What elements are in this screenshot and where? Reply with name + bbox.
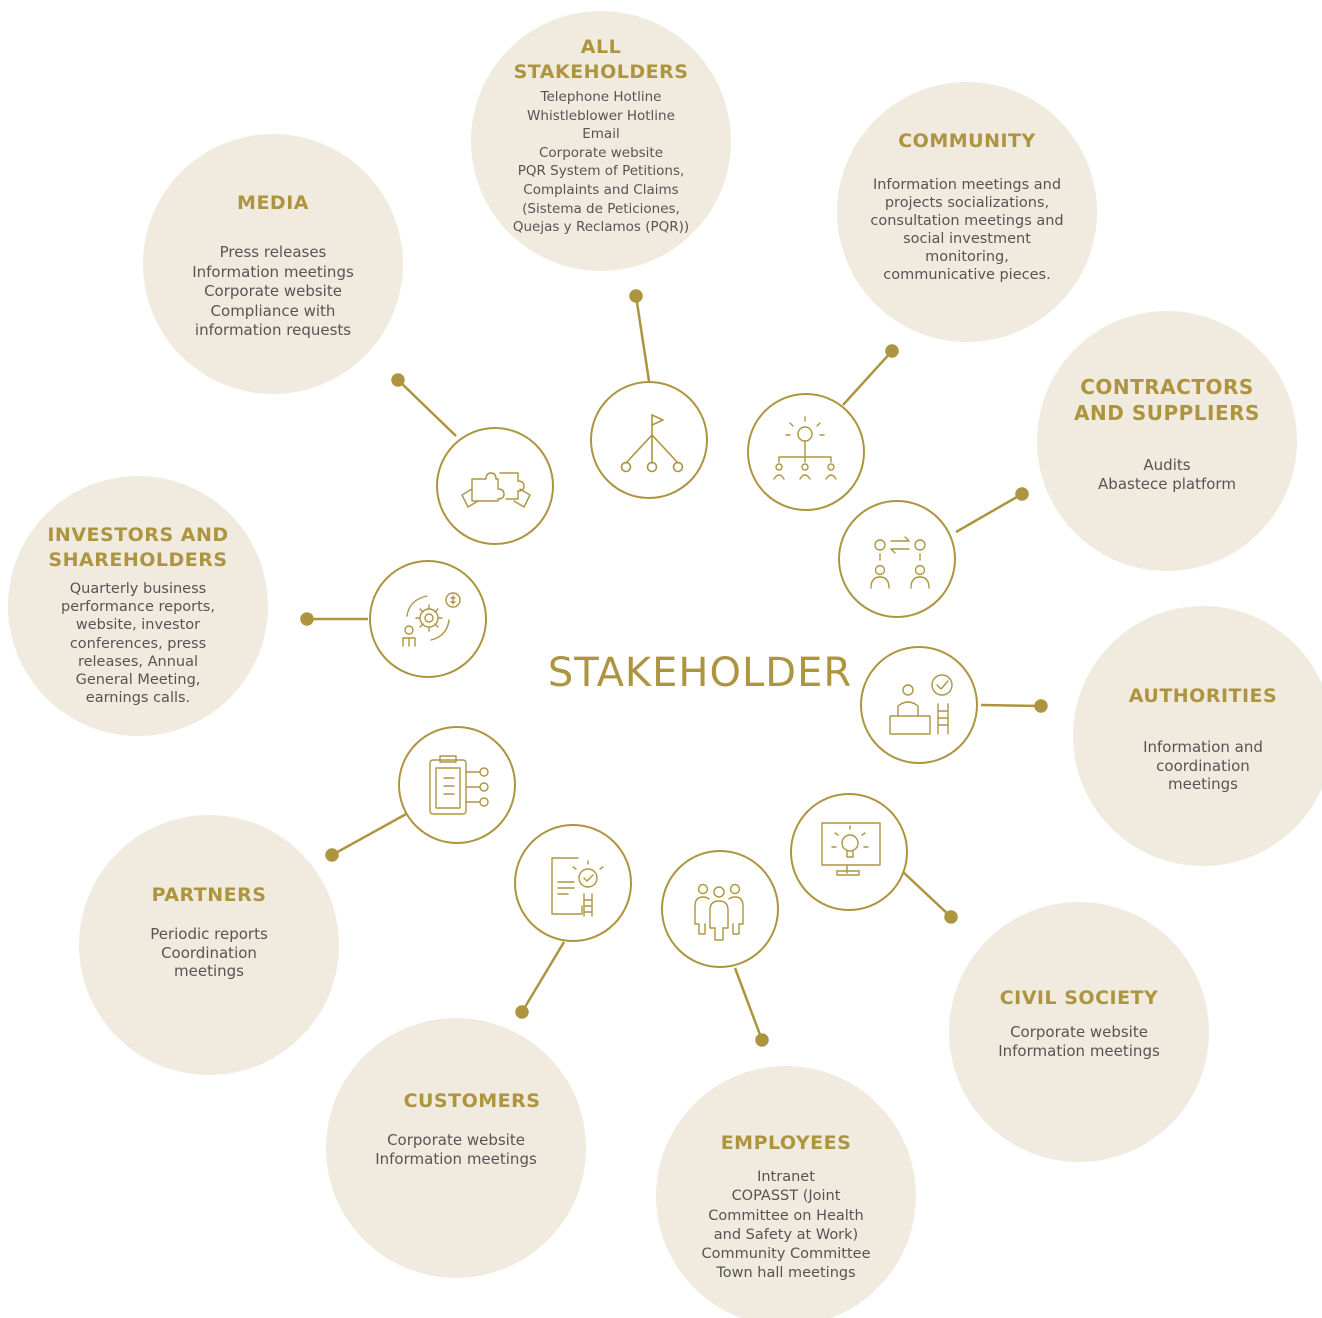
stakeholder-description: Audits Abastece platform bbox=[1098, 456, 1236, 493]
stakeholder-bubble-all: ALL STAKEHOLDERS Telephone Hotline Whist… bbox=[471, 11, 731, 271]
stakeholder-description: Corporate website Information meetings bbox=[998, 1023, 1160, 1060]
connector-customers bbox=[520, 941, 566, 1013]
stakeholder-description: Intranet COPASST (Joint Committee on Hea… bbox=[701, 1169, 871, 1282]
stakeholder-description: Corporate website Information meetings bbox=[375, 1131, 537, 1168]
stakeholder-title: INVESTORS AND SHAREHOLDERS bbox=[47, 524, 229, 571]
stakeholder-title: PARTNERS bbox=[151, 884, 267, 906]
connector-dot-contractors bbox=[1015, 487, 1029, 501]
connector-dot-employees bbox=[755, 1033, 769, 1047]
stakeholder-bubble-partners: PARTNERS Periodic reports Coordination m… bbox=[79, 815, 339, 1075]
connector-civil bbox=[901, 870, 952, 918]
connector-dot-investors bbox=[300, 612, 314, 626]
stakeholder-bubble-employees: EMPLOYEES Intranet COPASST (Joint Commit… bbox=[656, 1066, 916, 1318]
stakeholder-title: EMPLOYEES bbox=[720, 1132, 852, 1154]
stakeholder-title: CUSTOMERS bbox=[403, 1090, 541, 1112]
connector-contractors bbox=[955, 492, 1023, 534]
team-group-icon bbox=[661, 850, 779, 968]
investment-cycle-icon bbox=[369, 560, 487, 678]
stakeholder-description: Telephone Hotline Whistleblower Hotline … bbox=[512, 89, 690, 236]
idea-network-icon bbox=[747, 393, 865, 511]
stakeholder-description: Information meetings and projects social… bbox=[870, 177, 1064, 283]
hierarchy-flag-icon bbox=[590, 381, 708, 499]
connector-dot-authorities bbox=[1034, 699, 1048, 713]
puzzle-hands-icon bbox=[436, 427, 554, 545]
connector-community bbox=[842, 350, 893, 406]
stakeholder-bubble-civil: CIVIL SOCIETY Corporate website Informat… bbox=[949, 902, 1209, 1162]
stakeholder-description: Press releases Information meetings Corp… bbox=[192, 243, 354, 339]
stakeholder-bubble-authorities: AUTHORITIES Information and coordination… bbox=[1073, 606, 1322, 866]
stakeholder-title: MEDIA bbox=[237, 192, 309, 214]
stakeholder-description: Periodic reports Coordination meetings bbox=[150, 925, 268, 980]
document-approval-icon bbox=[514, 824, 632, 942]
connector-partners bbox=[331, 811, 409, 857]
connector-all bbox=[634, 295, 651, 382]
connector-dot-partners bbox=[325, 848, 339, 862]
connector-dot-customers bbox=[515, 1005, 529, 1019]
stakeholder-bubble-community: COMMUNITY Information meetings and proje… bbox=[837, 82, 1097, 342]
stakeholder-title: CONTRACTORS AND SUPPLIERS bbox=[1074, 375, 1260, 425]
stakeholder-bubble-investors: INVESTORS AND SHAREHOLDERS Quarterly bus… bbox=[8, 476, 268, 736]
stakeholder-title: CIVIL SOCIETY bbox=[999, 987, 1159, 1009]
stakeholder-bubble-customers: CUSTOMERS Corporate website Information … bbox=[326, 1018, 586, 1278]
stakeholder-bubble-contractors: CONTRACTORS AND SUPPLIERS Audits Abastec… bbox=[1037, 311, 1297, 571]
clipboard-report-icon bbox=[398, 726, 516, 844]
stakeholder-title: AUTHORITIES bbox=[1128, 685, 1278, 707]
connector-dot-all bbox=[629, 289, 643, 303]
connector-authorities bbox=[980, 703, 1042, 708]
desk-approval-icon bbox=[860, 646, 978, 764]
stakeholder-title: COMMUNITY bbox=[898, 130, 1036, 152]
stakeholder-description: Information and coordination meetings bbox=[1143, 738, 1263, 793]
stakeholder-bubble-media: MEDIA Press releases Information meeting… bbox=[143, 134, 403, 394]
stakeholder-description: Quarterly business performance reports, … bbox=[61, 581, 215, 707]
connector-dot-civil bbox=[944, 910, 958, 924]
exchange-people-icon bbox=[838, 500, 956, 618]
center-label: STAKEHOLDER bbox=[547, 650, 853, 696]
connector-dot-media bbox=[391, 373, 405, 387]
connector-employees bbox=[733, 967, 764, 1041]
stakeholder-title: ALL STAKEHOLDERS bbox=[513, 36, 689, 83]
connector-media bbox=[397, 379, 457, 437]
connector-dot-community bbox=[885, 344, 899, 358]
monitor-idea-icon bbox=[790, 793, 908, 911]
